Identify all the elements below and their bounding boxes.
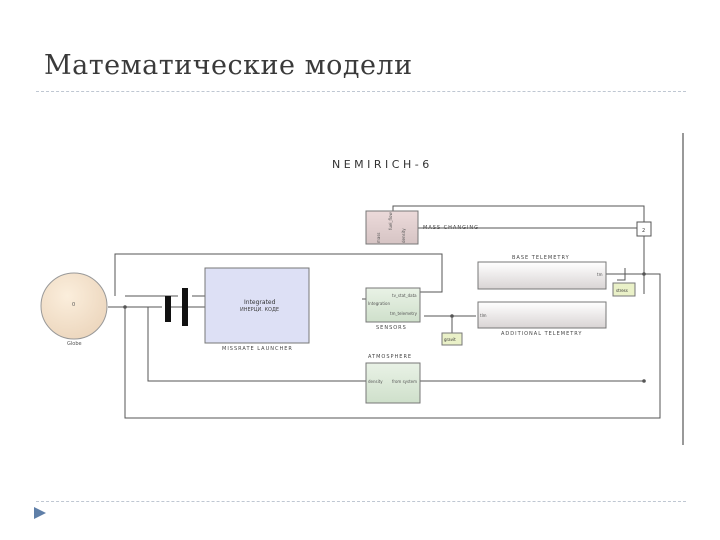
sensors-label: SENSORS (376, 325, 407, 331)
mass-port-label: mass (376, 232, 381, 243)
stress-label: stress (616, 288, 628, 293)
additional-telemetry-label: ADDITIONAL TELEMETRY (501, 331, 583, 337)
gravit-display[interactable]: gravit (441, 332, 463, 346)
base-telemetry-label: BASE TELEMETRY (512, 255, 570, 261)
density-port-label: density (401, 228, 406, 243)
atmosphere-label: ATMOSPHERE (368, 354, 412, 360)
small-gain-block[interactable]: 2 (636, 221, 652, 237)
fuel-flow-port-label: fuel_flow (388, 212, 393, 230)
globe-block[interactable]: 0 Globe (40, 272, 108, 347)
globe-inner-label: 0 (72, 302, 75, 308)
atmosphere-port-in: density (368, 379, 383, 384)
globe-label: Globe (67, 341, 82, 347)
sensors-port-in: Integration (368, 301, 391, 306)
launcher-label: MISSRATE LAUNCHER (222, 346, 293, 352)
sensors-block[interactable]: tv_stat_data Integration tm_telemetry SE… (365, 287, 421, 331)
atmosphere-port-out: from system (392, 379, 417, 384)
mux-block[interactable] (165, 288, 205, 326)
title-divider (36, 91, 686, 92)
play-arrow-icon (34, 507, 46, 519)
gravit-label: gravit (444, 337, 456, 342)
additional-telemetry-port: tlm (480, 313, 487, 318)
sensors-port-out2: tm_telemetry (390, 311, 418, 316)
mass-changing-block[interactable]: mass fuel_flow density MASS CHANGING (365, 210, 479, 245)
footer-divider (36, 501, 686, 502)
atmosphere-block[interactable]: ATMOSPHERE density from system (365, 354, 421, 404)
sensors-port-out1: tv_stat_data (392, 293, 417, 298)
junction-dots (123, 272, 646, 383)
small-gain-label: 2 (642, 228, 645, 234)
additional-telemetry-block[interactable]: tlm ADDITIONAL TELEMETRY (477, 301, 607, 337)
launcher-line1: Integrated (244, 299, 276, 306)
mass-changing-label: MASS CHANGING (423, 225, 479, 231)
launcher-line2: ИНЕРЦИ. КОДЕ (240, 307, 279, 313)
diagram-title: NEMIRICH-6 (332, 158, 433, 171)
slide-title: Математические модели (44, 50, 413, 81)
missile-launcher-block[interactable]: Integrated ИНЕРЦИ. КОДЕ MISSRATE LAUNCHE… (204, 267, 310, 352)
stress-display[interactable]: stress (612, 282, 636, 297)
base-telemetry-port: tm (597, 272, 603, 277)
base-telemetry-block[interactable]: BASE TELEMETRY tm (477, 255, 607, 290)
